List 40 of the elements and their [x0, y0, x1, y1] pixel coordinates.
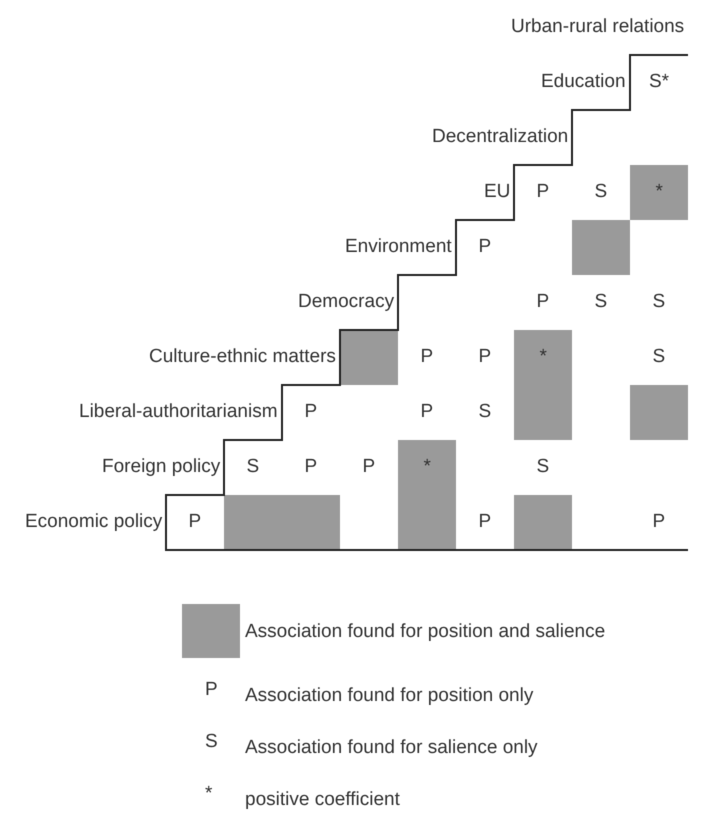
cell-symbol: S [478, 400, 492, 424]
cell-symbol: S [536, 455, 550, 479]
row-label: Liberal-authoritarianism [79, 400, 278, 424]
row-label: Decentralization [432, 125, 568, 149]
cell-symbol: P [420, 400, 434, 424]
legend-text: Association found for position and salience [245, 620, 606, 644]
cell-symbol: S [594, 290, 608, 314]
legend-symbol: S [205, 730, 218, 754]
cell-symbol: P [652, 510, 666, 534]
cell-symbol: P [478, 345, 492, 369]
row-label: Democracy [298, 290, 394, 314]
cell-symbol: P [478, 510, 492, 534]
cell-symbol: S [594, 180, 608, 204]
cell-symbol: S [246, 455, 260, 479]
legend-symbol: P [205, 678, 218, 702]
row-label: Economic policy [25, 510, 162, 534]
cell-symbol: P [304, 400, 318, 424]
cell-symbol: P [536, 290, 550, 314]
cell-symbol: * [540, 345, 547, 369]
cell-symbol: P [420, 345, 434, 369]
legend-text: Association found for position only [245, 684, 534, 708]
cell-symbol: * [424, 455, 431, 479]
cell-symbol: S* [649, 70, 670, 94]
row-label: Foreign policy [102, 455, 220, 479]
row-label: Urban-rural relations [511, 15, 684, 39]
cell-symbol: S [652, 345, 666, 369]
legend-symbol: * [205, 782, 212, 806]
legend-text: Association found for salience only [245, 736, 538, 760]
row-label: EU [484, 180, 510, 204]
cell-symbol: * [656, 180, 663, 204]
cell-symbol: P [304, 455, 318, 479]
row-label: Environment [345, 235, 452, 259]
cell-symbol: P [478, 235, 492, 259]
cell-symbol: P [536, 180, 550, 204]
legend-text: positive coefficient [245, 788, 400, 812]
row-label: Education [541, 70, 626, 94]
row-label: Culture-ethnic matters [149, 345, 336, 369]
cell-symbol: P [362, 455, 376, 479]
cell-symbol: P [188, 510, 202, 534]
cell-symbol: S [652, 290, 666, 314]
